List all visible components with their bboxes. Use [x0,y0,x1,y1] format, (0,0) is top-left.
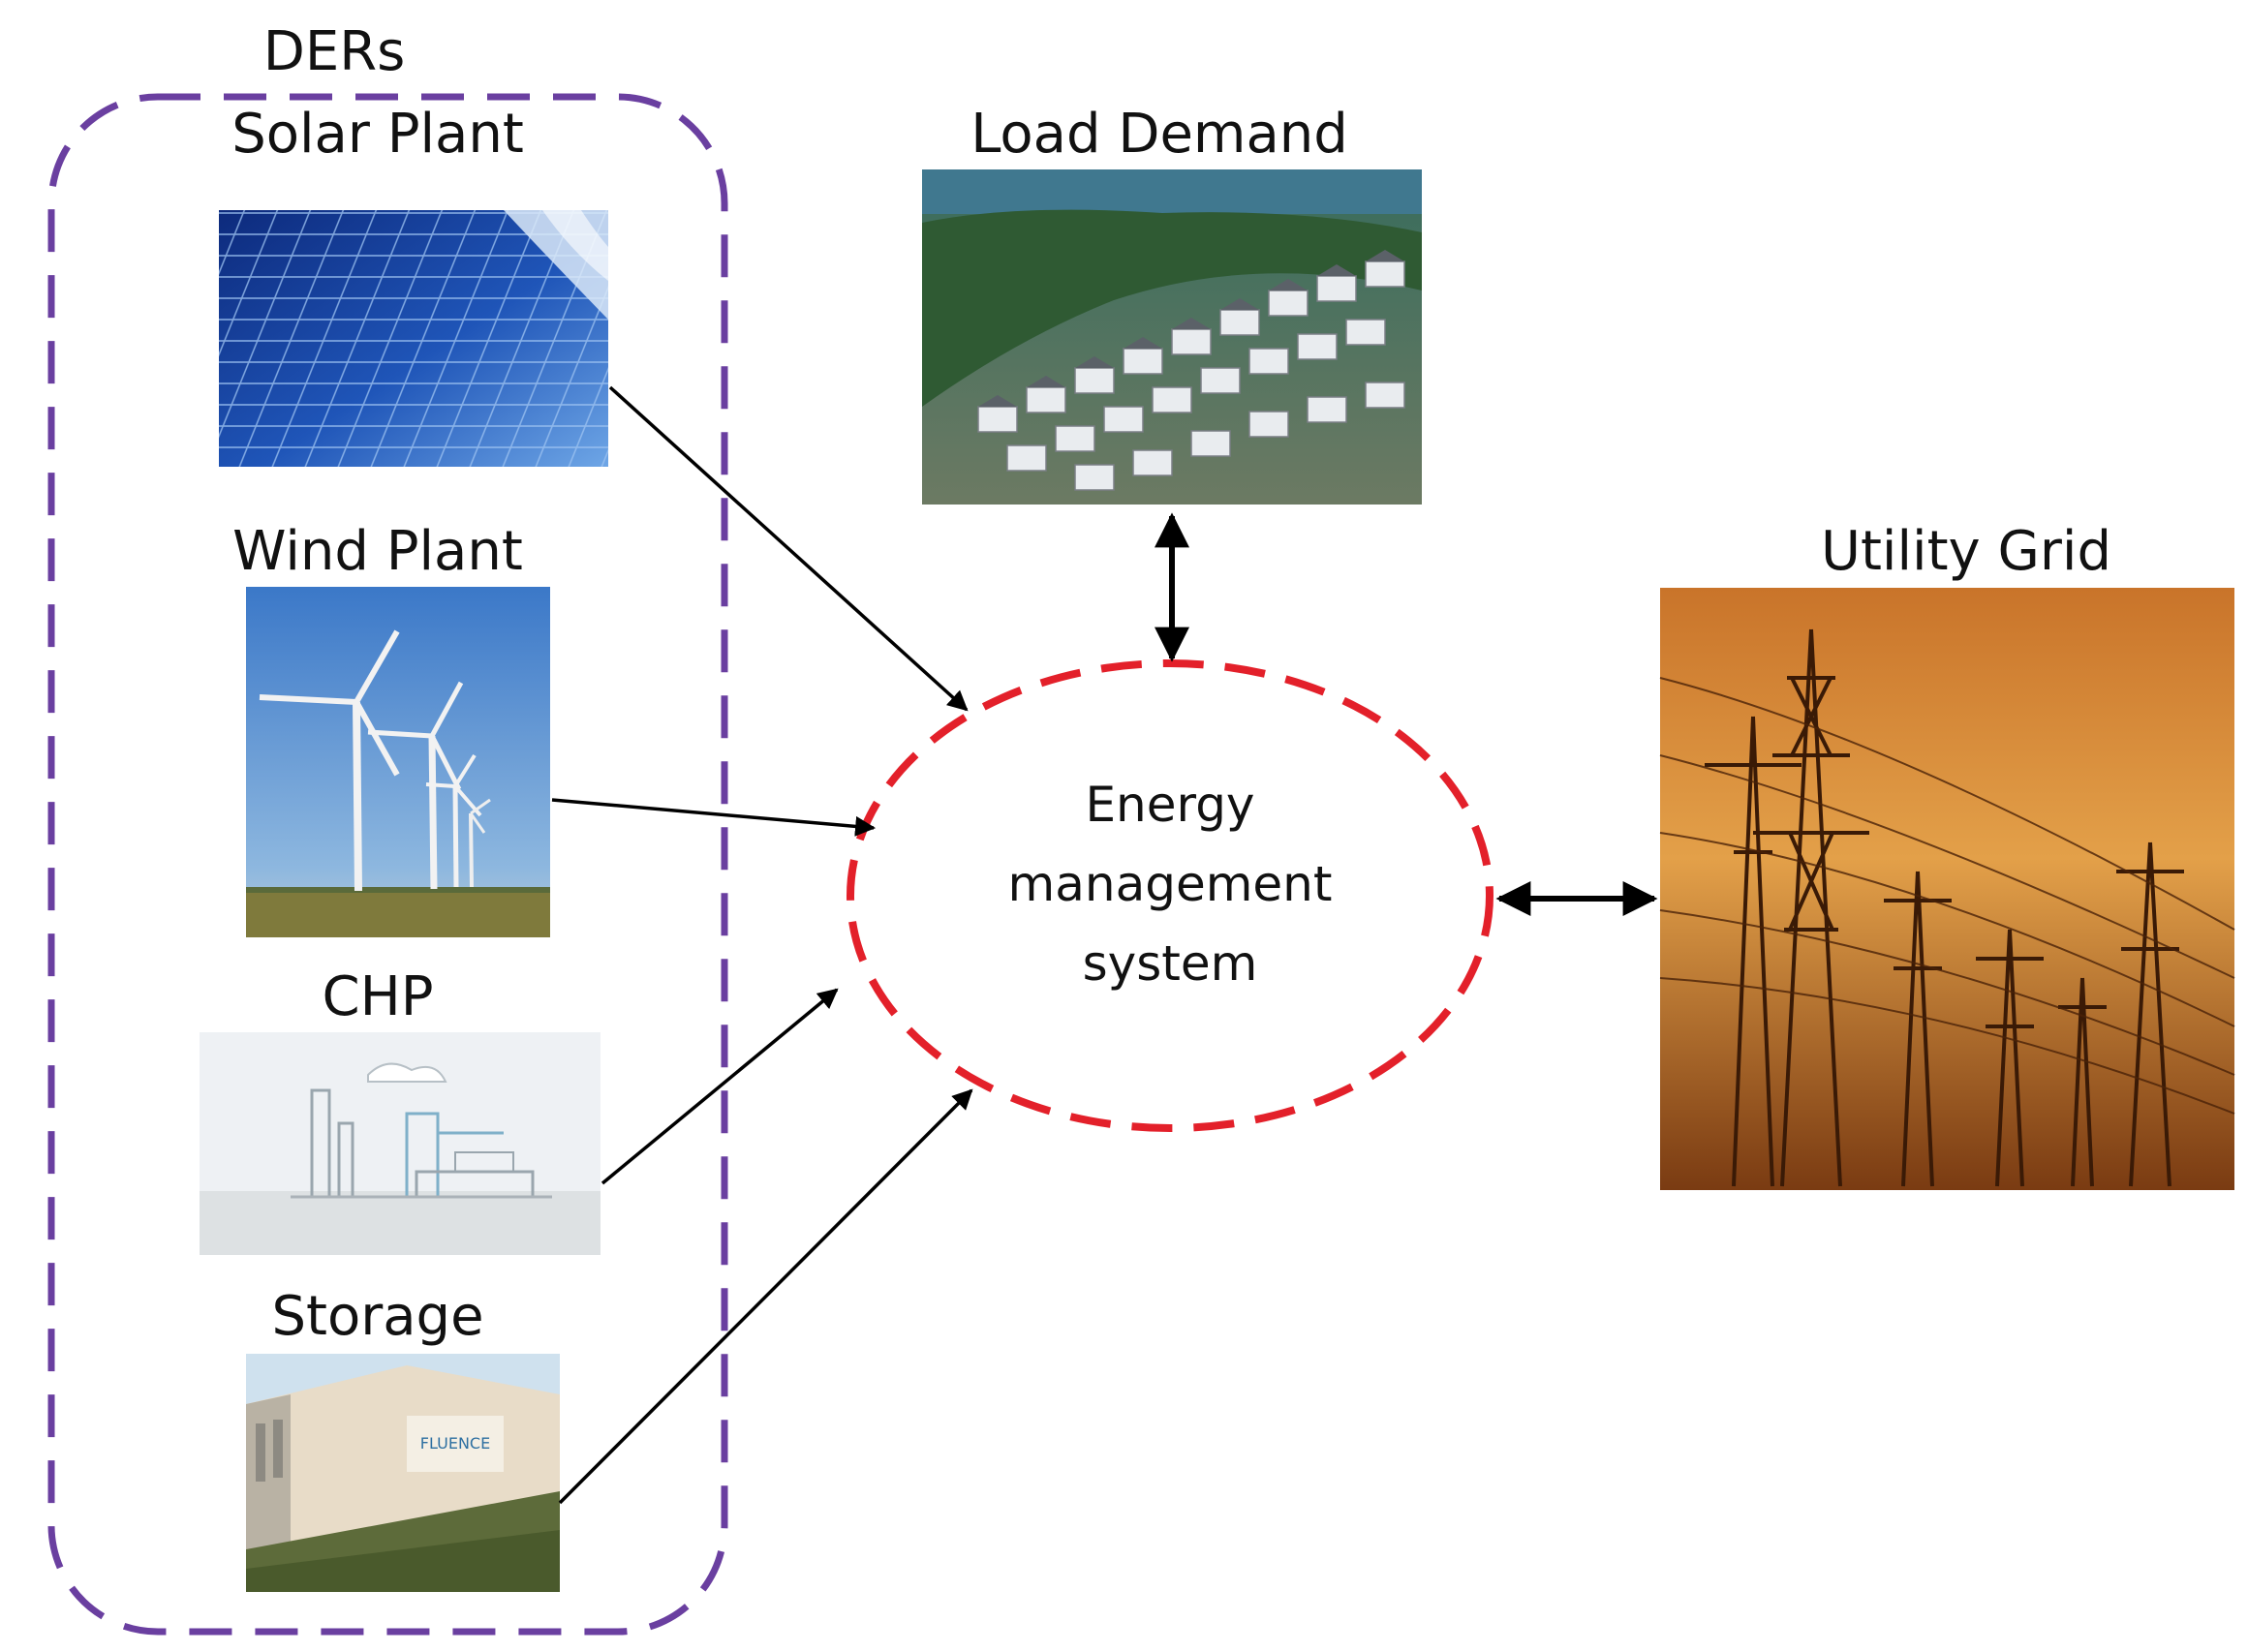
chp-to-ems-arrow [600,988,839,1185]
solar-plant-label: Solar Plant [231,103,524,166]
storage-sign-text: FLUENCE [420,1434,490,1453]
wind-to-ems-arrow [551,798,877,837]
solar-to-ems-arrow [608,385,969,712]
solar-plant-image [219,210,608,467]
load-demand-image [922,169,1422,505]
load-demand-label: Load Demand [970,103,1348,166]
storage-image: FLUENCE [246,1354,560,1592]
chp-label: CHP [323,965,434,1028]
wind-plant-image [246,587,550,937]
ems-label-line2: management [1008,856,1333,912]
wind-plant-label: Wind Plant [232,520,523,583]
storage-label: Storage [271,1285,483,1348]
ems-label-line3: system [1083,935,1258,992]
ders-group-title: DERs [263,20,406,83]
ems-label-line1: Energy [1085,777,1254,833]
ders-group-box [47,93,728,1636]
storage-to-ems-arrow [558,1088,973,1505]
chp-image [200,1032,600,1255]
utility-grid-image [1659,588,2235,1190]
ems-ellipse [847,659,1494,1132]
utility-grid-label: Utility Grid [1821,520,2111,583]
